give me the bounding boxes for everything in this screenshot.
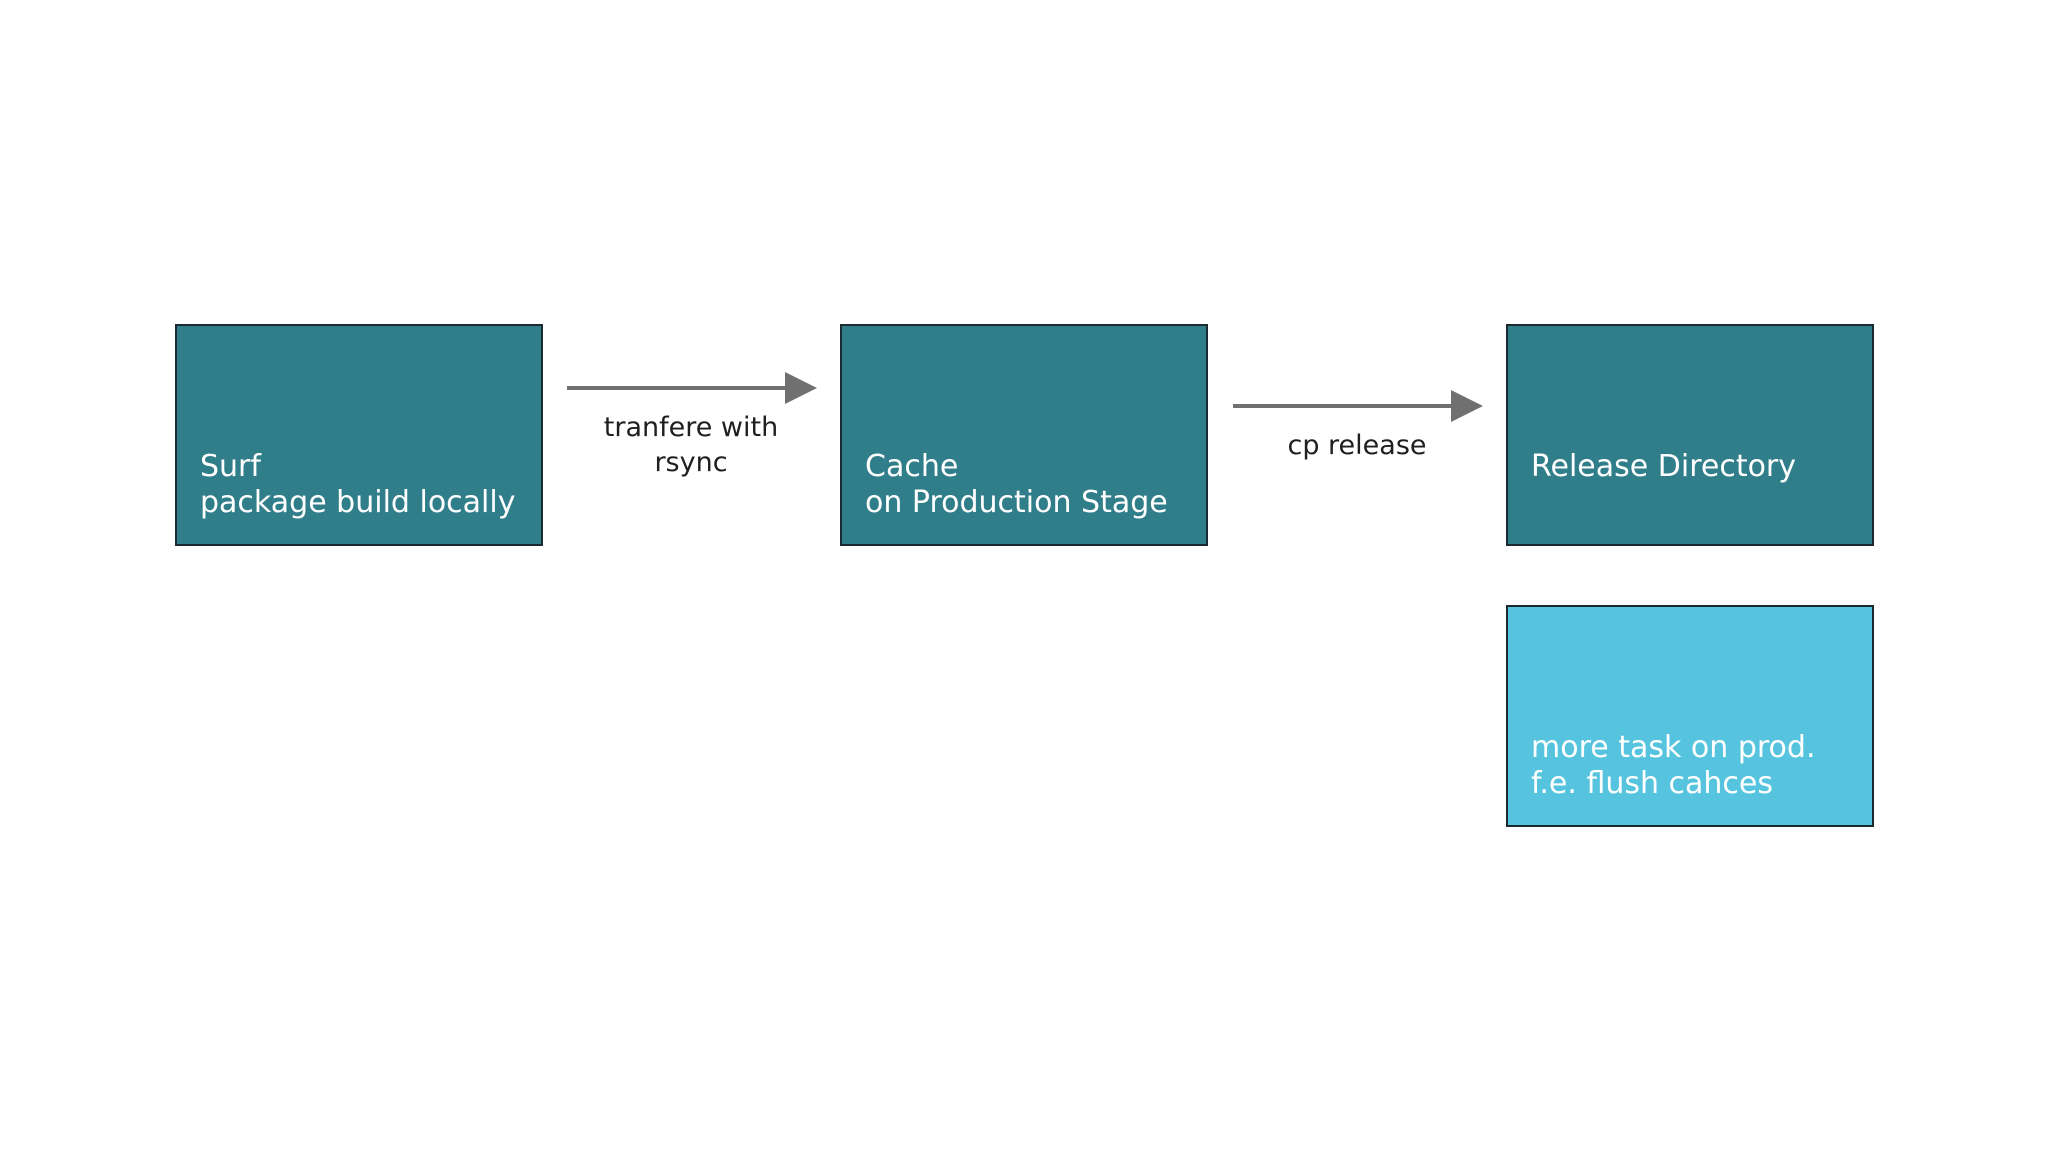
tasks-box-line-2: f.e. flush cahces bbox=[1531, 766, 1774, 801]
release-box-text: Release Directory bbox=[1531, 449, 1862, 485]
rsync-label-line-1: tranfere with bbox=[603, 412, 779, 443]
rsync-label-line-2: rsync bbox=[654, 447, 728, 478]
cache-box-title: Cache bbox=[865, 449, 959, 484]
cp-release-label: cp release bbox=[1232, 428, 1482, 463]
release-directory-box: Release Directory bbox=[1506, 324, 1874, 546]
tasks-box-text: more task on prod. f.e. flush cahces bbox=[1531, 730, 1862, 802]
surf-box-title: Surf bbox=[200, 449, 261, 484]
cache-box: Cache on Production Stage bbox=[840, 324, 1208, 546]
tasks-box-line-1: more task on prod. bbox=[1531, 730, 1816, 765]
cache-box-text: Cache on Production Stage bbox=[865, 449, 1196, 521]
surf-box-text: Surf package build locally bbox=[200, 449, 531, 521]
surf-box-subtitle: package build locally bbox=[200, 485, 516, 520]
cache-box-subtitle: on Production Stage bbox=[865, 485, 1168, 520]
cp-label-line-1: cp release bbox=[1287, 430, 1427, 461]
more-tasks-box: more task on prod. f.e. flush cahces bbox=[1506, 605, 1874, 827]
rsync-arrow bbox=[567, 372, 817, 404]
release-box-title: Release Directory bbox=[1531, 449, 1797, 484]
cp-release-arrow bbox=[1233, 390, 1483, 422]
rsync-arrow-label: tranfere with rsync bbox=[566, 410, 816, 480]
surf-package-box: Surf package build locally bbox=[175, 324, 543, 546]
